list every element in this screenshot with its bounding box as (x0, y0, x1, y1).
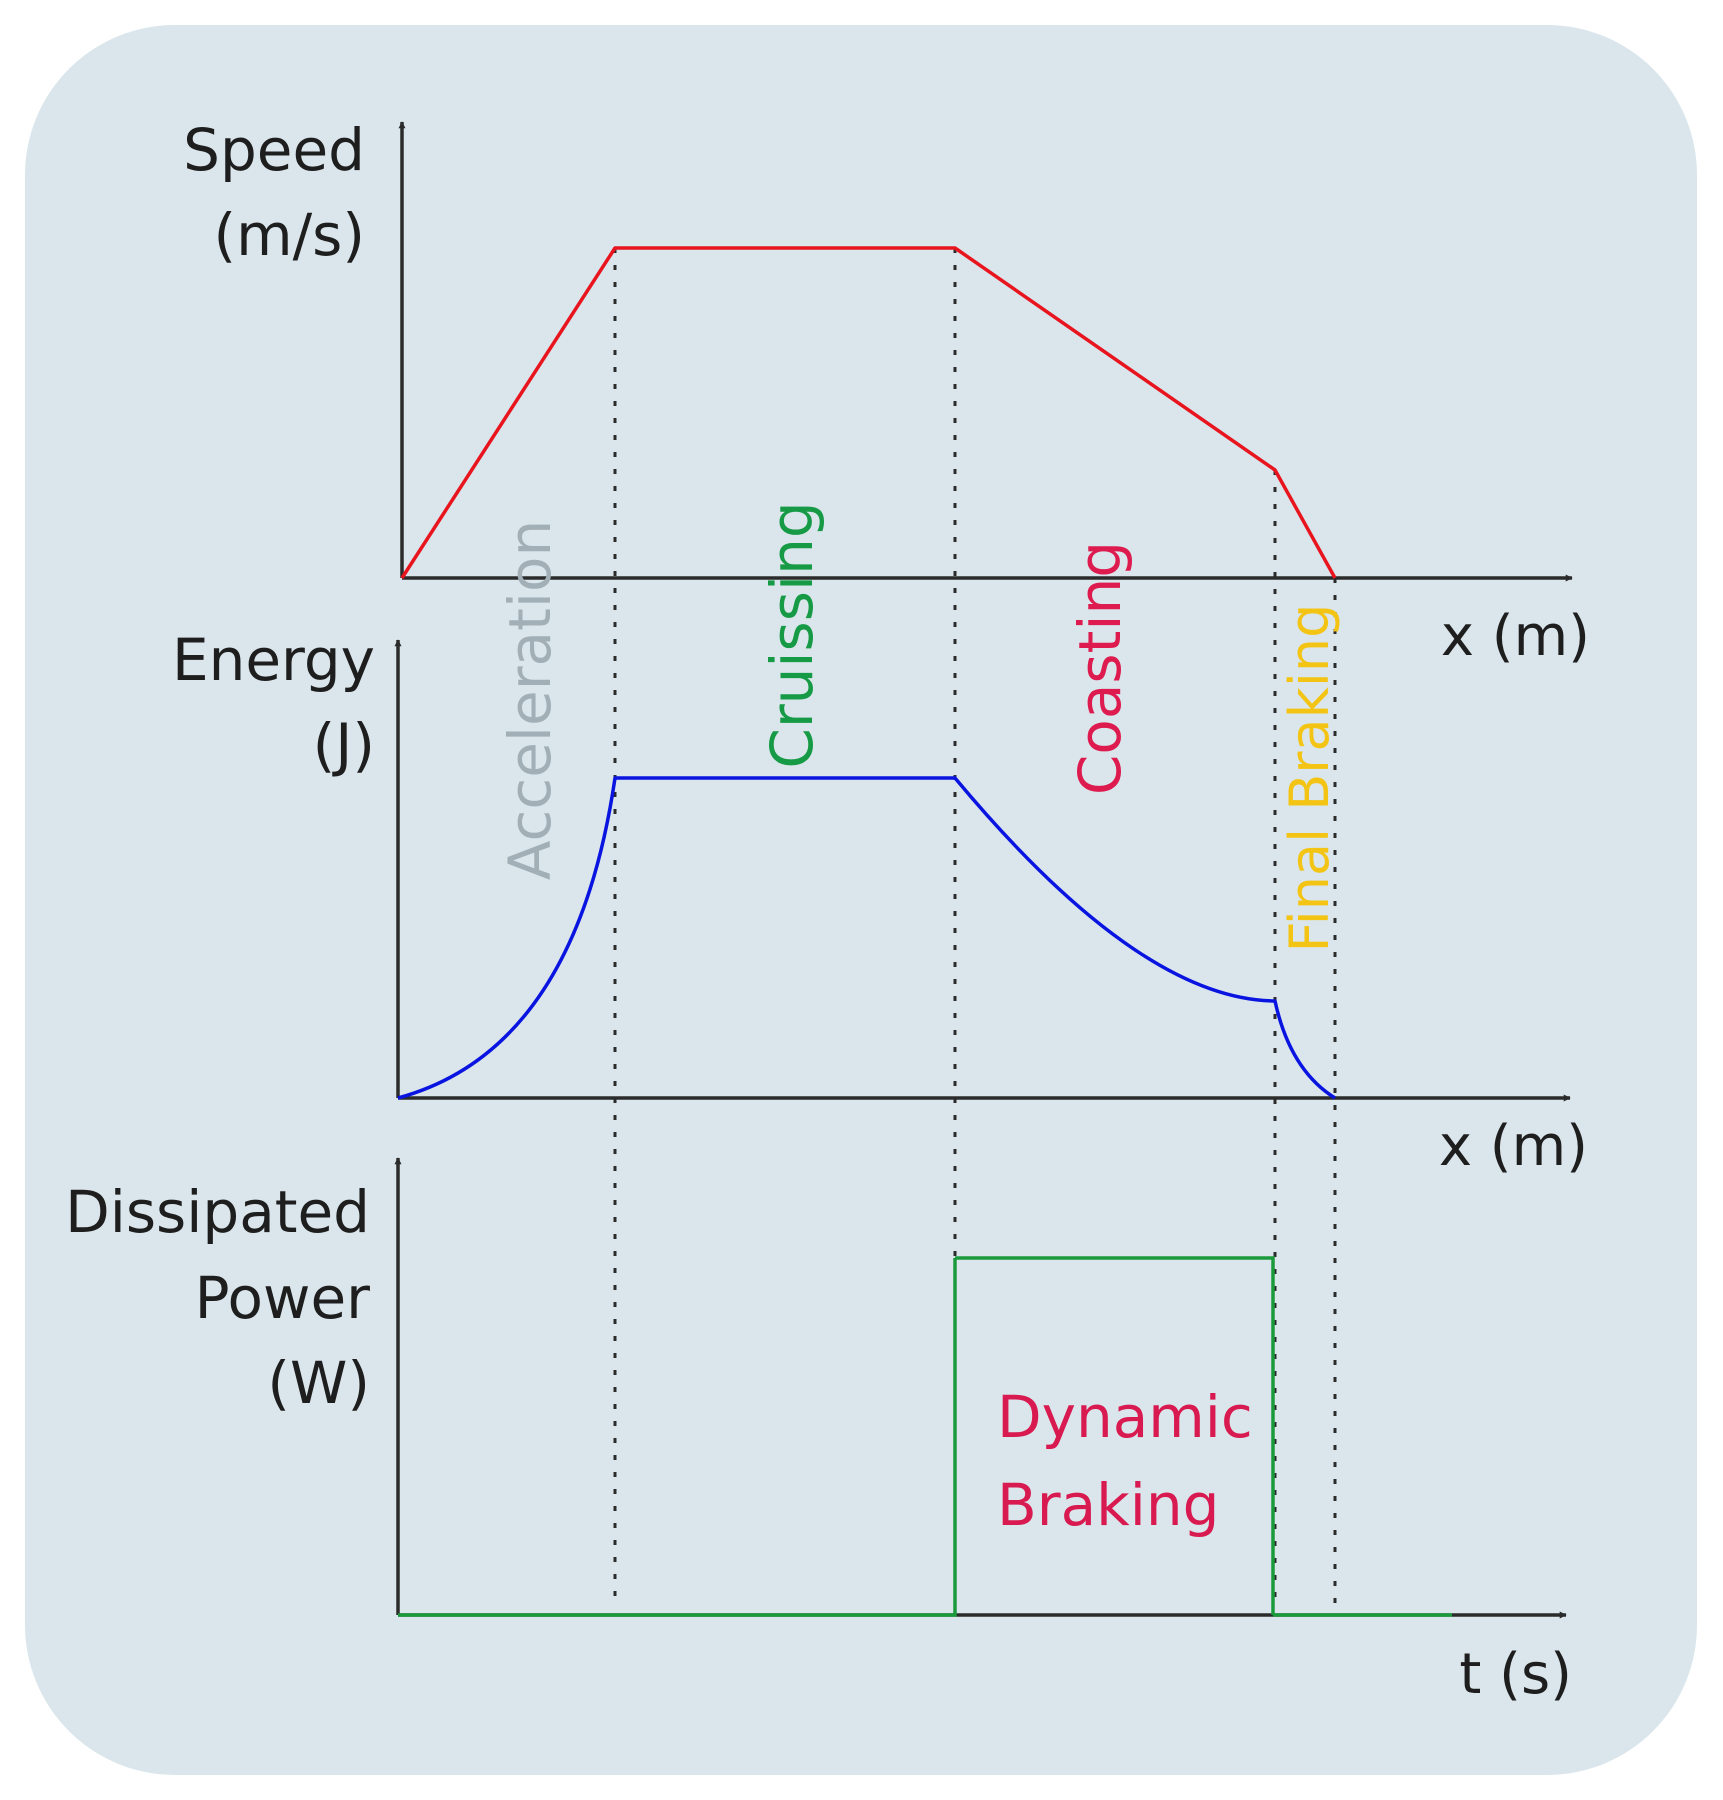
power-ylabel-line2: Power (195, 1264, 371, 1332)
dynamic-braking-label-line1: Dynamic (997, 1383, 1253, 1451)
phase-label-final-braking: Final Braking (1278, 604, 1341, 953)
phase-boundary-guides (613, 248, 1337, 1605)
speed-ylabel-line2: (m/s) (213, 201, 365, 269)
energy-xlabel: x (m) (1439, 1114, 1588, 1179)
speed-xlabel: x (m) (1441, 604, 1590, 669)
phase-label-coasting: Coasting (1066, 541, 1134, 795)
diagram-background (25, 25, 1697, 1775)
energy-ylabel-line2: (J) (313, 711, 375, 779)
speed-curve (400, 246, 1337, 579)
dynamic-braking-label-line2: Braking (997, 1471, 1219, 1539)
phase-labels: Acceleration Cruissing Coasting Final Br… (496, 501, 1341, 952)
power-curve-braking-window (955, 1256, 1275, 1615)
power-panel: Dissipated Power (W) t (s) Dynamic Braki… (65, 1157, 1572, 1707)
energy-panel: Energy (J) x (m) (172, 626, 1588, 1179)
energy-curve (397, 776, 1336, 1100)
energy-ylabel-line1: Energy (172, 626, 375, 694)
power-curve-before-braking (398, 1258, 957, 1617)
speed-ylabel-line1: Speed (183, 116, 365, 184)
speed-panel: Speed (m/s) x (m) (183, 116, 1590, 669)
power-ylabel-line1: Dissipated (65, 1178, 370, 1246)
power-ylabel-line3: (W) (267, 1349, 370, 1417)
phase-label-acceleration: Acceleration (496, 520, 564, 880)
power-xlabel: t (s) (1459, 1642, 1572, 1707)
phase-label-cruising: Cruissing (758, 501, 826, 768)
